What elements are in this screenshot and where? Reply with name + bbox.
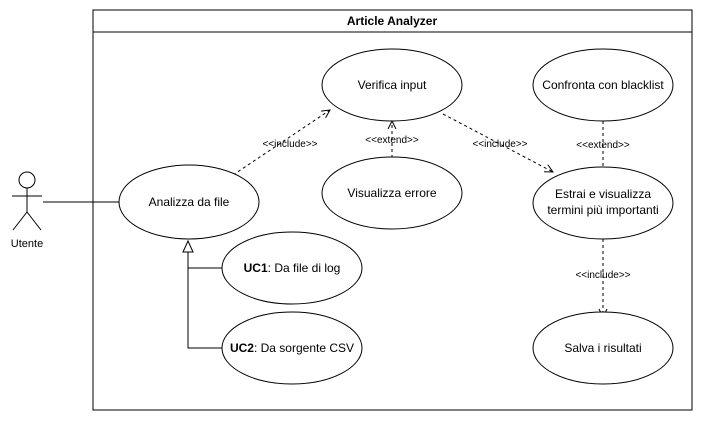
- extend-label-errore-verifica: <<extend>>: [365, 135, 419, 146]
- actor-utente[interactable]: Utente: [11, 171, 43, 250]
- include-arrow-verifica-estrai: [442, 113, 553, 172]
- use-case-analizza-file[interactable]: Analizza da file: [118, 164, 260, 240]
- use-case-confronta-blacklist[interactable]: Confronta con blacklist: [532, 48, 674, 122]
- include-label-verifica-estrai: <<include>>: [472, 139, 527, 150]
- use-case-uc1-file-log[interactable]: UC1: Da file di log: [221, 231, 363, 305]
- use-case-label: Analizza da file: [149, 195, 230, 209]
- extend-label-blacklist-estrai: <<extend>>: [576, 140, 630, 151]
- uc2-code: UC2: [230, 341, 254, 355]
- use-case-label: UC2: Da sorgente CSV: [230, 341, 354, 355]
- uc1-code: UC1: [244, 261, 268, 275]
- use-case-label: Salva i risultati: [564, 341, 641, 355]
- use-case-uc2-sorgente-csv[interactable]: UC2: Da sorgente CSV: [221, 311, 363, 385]
- system-title: Article Analyzer: [347, 14, 438, 28]
- use-case-label-line2: termini più importanti: [547, 203, 658, 217]
- use-case-visualizza-errore[interactable]: Visualizza errore: [321, 156, 463, 230]
- uc2-text: : Da sorgente CSV: [254, 341, 354, 355]
- uc1-text: : Da file di log: [268, 261, 341, 275]
- use-case-label: UC1: Da file di log: [244, 261, 341, 275]
- actor-label: Utente: [11, 238, 43, 250]
- use-case-label-line1: Estrai e visualizza: [555, 187, 651, 201]
- use-case-label: Confronta con blacklist: [542, 78, 664, 92]
- include-label-analizza-verifica: <<include>>: [262, 139, 317, 150]
- include-arrow-analizza-verifica: [232, 110, 330, 176]
- use-case-verifica-input[interactable]: Verifica input: [321, 48, 463, 122]
- use-case-salva-risultati[interactable]: Salva i risultati: [532, 311, 674, 385]
- generalization-connector: [182, 239, 222, 349]
- include-label-estrai-salva: <<include>>: [575, 270, 630, 281]
- use-case-label: Verifica input: [358, 78, 427, 92]
- use-case-label: Visualizza errore: [347, 186, 436, 200]
- use-case-estrai-termini[interactable]: Estrai e visualizza termini più importan…: [532, 166, 674, 240]
